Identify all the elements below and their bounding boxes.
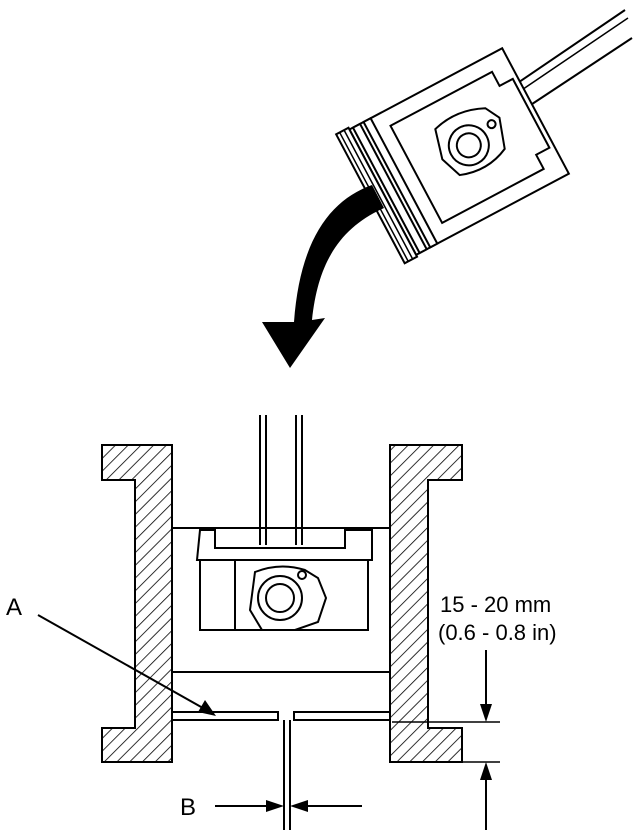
depth-dimension <box>392 650 500 830</box>
cylinder-wall-right <box>389 444 463 763</box>
curved-arrow-down-icon <box>262 185 384 368</box>
callout-a: A <box>6 594 22 621</box>
gap-dimension-arrows <box>215 800 362 812</box>
tilted-piston <box>334 46 571 265</box>
dimension-mm: 15 - 20 mm <box>440 592 551 617</box>
connecting-rod-top <box>499 9 633 113</box>
piston-in-bore <box>172 527 390 673</box>
tilted-piston-assembly <box>334 9 633 265</box>
cylinder-cross-section <box>101 444 463 763</box>
connecting-rod <box>259 415 303 545</box>
dimension-in: (0.6 - 0.8 in) <box>438 620 557 645</box>
cylinder-wall-left <box>101 444 173 763</box>
callout-b: B <box>180 794 196 821</box>
callout-a-leader <box>37 614 216 716</box>
piston-ring <box>171 711 391 830</box>
